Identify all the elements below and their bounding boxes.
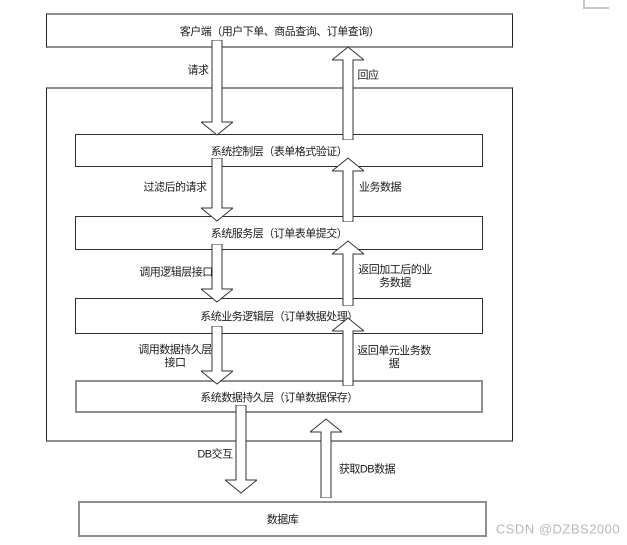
call-persistence-interface-label: 调用数据持久层 接口 <box>138 344 212 369</box>
service-layer-box: 系统服务层（订单表单提交） <box>75 216 483 250</box>
csdn-watermark: CSDN @DZBS2000 <box>495 521 621 537</box>
db-interaction-down-arrow <box>225 405 257 494</box>
call-logic-interface-label: 调用逻辑层接口 <box>139 266 213 279</box>
up-arrow-icon <box>310 418 342 498</box>
service-layer-label: 系统服务层（订单表单提交） <box>210 228 348 240</box>
down-arrow-icon <box>201 40 233 136</box>
up-arrow-icon <box>332 240 364 306</box>
database-box: 数据库 <box>78 501 487 537</box>
down-arrow-icon <box>201 158 233 222</box>
request-down-arrow <box>201 40 233 136</box>
response-label: 回应 <box>357 69 380 82</box>
down-arrow-icon <box>201 326 233 385</box>
client-box: 客户端（用户下单、商品查询、订单查询） <box>46 13 513 48</box>
fetch-db-data-up-arrow <box>310 418 342 498</box>
return-processed-data-up-arrow <box>332 240 364 306</box>
persistence-layer-box: 系统数据持久层（订单数据保存） <box>75 380 483 413</box>
business-logic-layer-box: 系统业务逻辑层（订单数据处理） <box>75 298 483 334</box>
up-arrow-icon <box>332 157 364 222</box>
call-logic-interface-down-arrow <box>201 244 233 303</box>
up-arrow-icon <box>332 46 364 140</box>
request-label: 请求 <box>187 64 210 77</box>
return-unit-data-label: 返回单元业务数 据 <box>357 345 431 370</box>
down-arrow-icon <box>201 244 233 303</box>
up-arrow-icon <box>332 317 364 386</box>
business-logic-layer-label: 系统业务逻辑层（订单数据处理） <box>200 311 358 323</box>
business-data-label: 业务数据 <box>359 181 402 194</box>
return-processed-data-label: 返回加工后的业 务数据 <box>358 264 432 289</box>
response-up-arrow <box>332 46 364 140</box>
filtered-request-down-arrow <box>201 158 233 222</box>
fetch-db-data-label: 获取DB数据 <box>338 463 396 476</box>
down-arrow-icon <box>225 405 257 494</box>
db-interaction-label: DB交互 <box>197 448 233 461</box>
server-layers-container-box <box>46 87 513 442</box>
filtered-request-label: 过滤后的请求 <box>143 181 208 194</box>
persistence-layer-label: 系统数据持久层（订单数据保存） <box>200 391 358 404</box>
control-layer-label: 系统控制层（表单格式验证） <box>210 145 348 158</box>
cropped-corner-horizontal-line <box>583 7 609 9</box>
database-box-label: 数据库 <box>266 514 299 526</box>
control-layer-box: 系统控制层（表单格式验证） <box>75 134 483 167</box>
call-persistence-interface-down-arrow <box>201 326 233 385</box>
business-data-up-arrow <box>332 157 364 222</box>
cropped-corner-vertical-line <box>583 0 585 9</box>
return-unit-data-up-arrow <box>332 317 364 386</box>
client-box-label: 客户端（用户下单、商品查询、订单查询） <box>179 25 380 38</box>
